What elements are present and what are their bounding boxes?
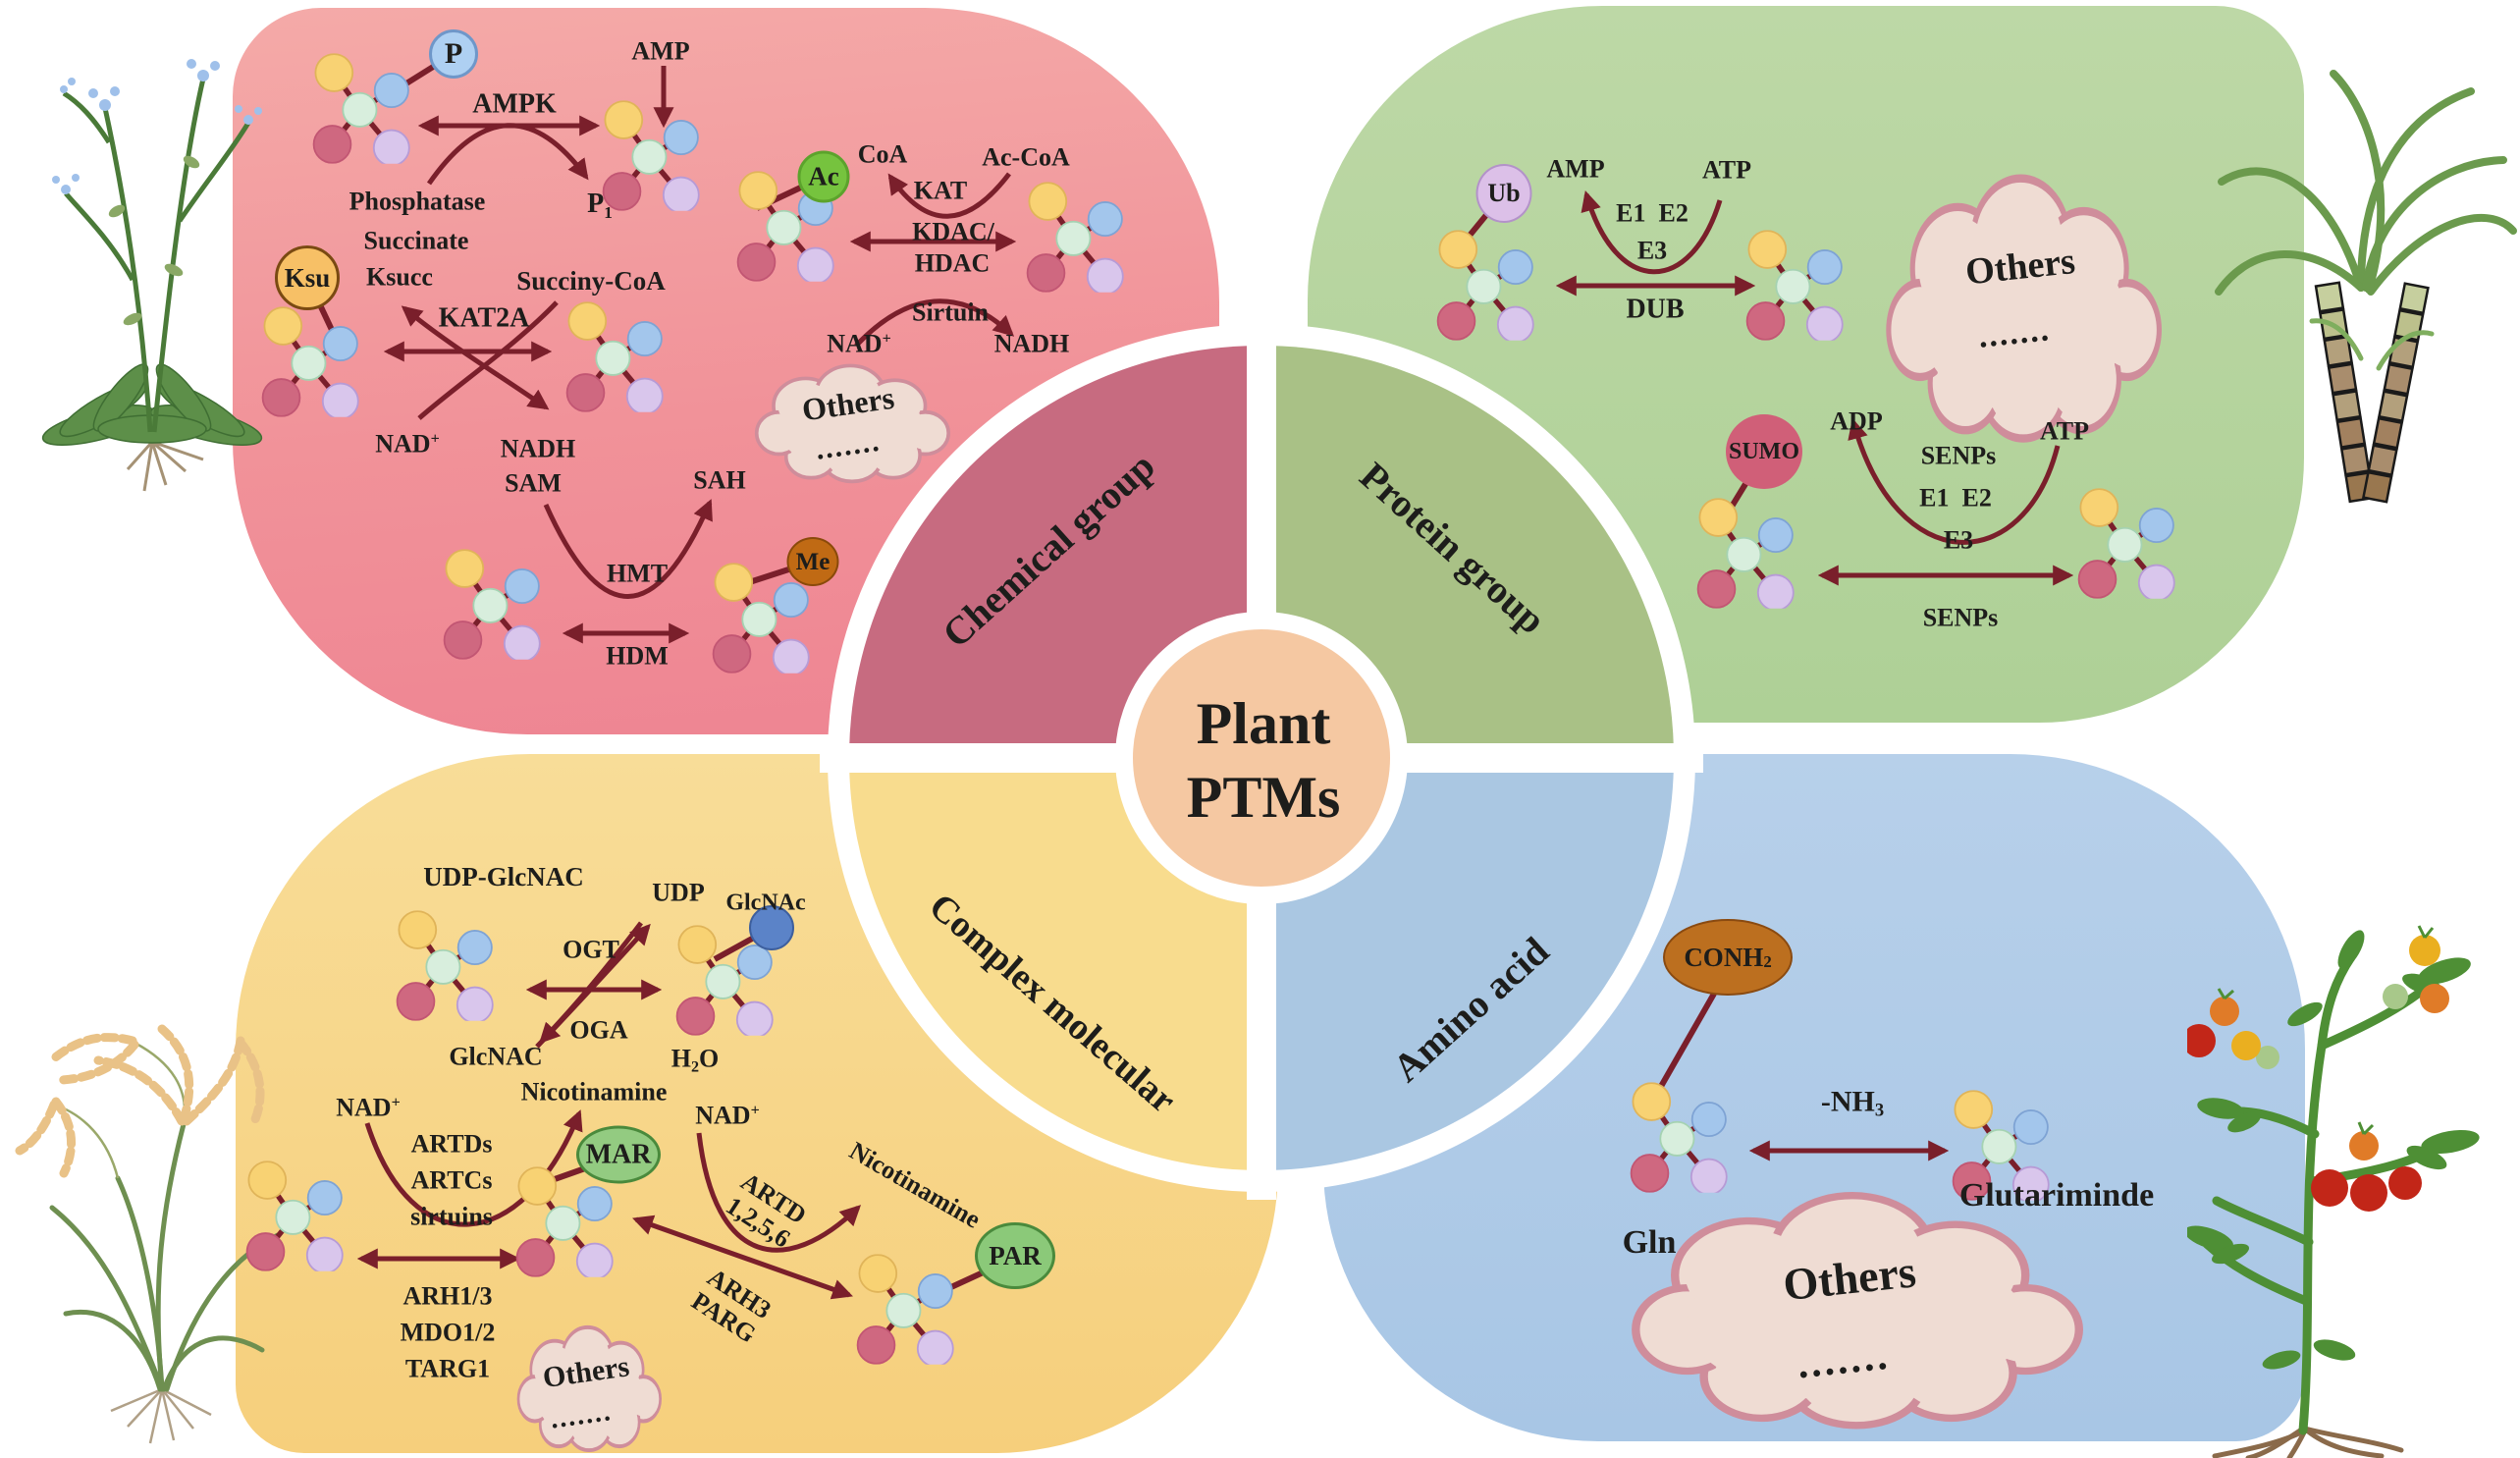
label-glcnac: GlcNAC (449, 1042, 543, 1071)
label-h2o: H2O (670, 1044, 720, 1076)
label-coa: CoA (857, 139, 908, 169)
label-e1e2-sumo: E1 E2 (1919, 483, 1992, 513)
label-nadh-2: NADH (993, 329, 1070, 358)
label-others-dots-amino: ....... (1795, 1332, 1893, 1388)
label-senps-top: SENPs (1920, 441, 1997, 470)
label-hdm: HDM (606, 641, 669, 671)
label-ac-coa: Ac-CoA (982, 142, 1070, 172)
label-artcs: ARTCs (410, 1165, 493, 1195)
label-gln: Gln (1622, 1223, 1677, 1261)
label-adp: ADP (1830, 406, 1883, 436)
ac-badge: Ac (797, 150, 850, 203)
label-ogt: OGT (563, 935, 619, 964)
label-sirtuin: Sirtuin (911, 297, 990, 327)
protein-molecule (310, 53, 416, 164)
label-e3-sumo: E3 (1943, 525, 1974, 555)
label-arh13: ARH1/3 (402, 1281, 493, 1311)
label-nh3: -NH3 (1820, 1085, 1885, 1121)
label-amp-ub: AMP (1546, 154, 1605, 184)
protein-molecule (513, 1166, 619, 1277)
label-amp: AMP (631, 36, 690, 66)
label-kat: KAT (913, 176, 968, 205)
protein-molecule (854, 1254, 960, 1365)
label-atp-ub: ATP (1701, 155, 1752, 185)
protein-molecule (1743, 230, 1850, 341)
label-ksucc: Ksucc (366, 262, 433, 292)
me-badge: Me (786, 537, 839, 586)
protein-molecule (394, 910, 500, 1021)
label-udp-glcnac: UDP-GlcNAC (423, 861, 584, 891)
label-kdac: KDAC/ (912, 217, 994, 246)
label-ampk: AMPK (472, 88, 557, 120)
label-phosphatase: Phosphatase (349, 187, 486, 216)
sugarcane-plant-icon (2215, 70, 2517, 504)
tomato-plant-icon (2187, 925, 2480, 1458)
ptm-category-wheel (820, 316, 1703, 1200)
label-nad-1: NAD+ (375, 429, 440, 459)
label-hdac: HDAC (914, 248, 991, 278)
protein-molecule (243, 1161, 349, 1271)
label-e1e2-ub: E1 E2 (1616, 198, 1689, 228)
label-artds: ARTDs (410, 1129, 493, 1159)
label-succiny-coa: Succiny-CoA (516, 265, 666, 296)
protein-molecule (563, 301, 670, 412)
mar-badge: MAR (576, 1125, 661, 1184)
label-atp-sumo: ATP (2039, 416, 2090, 446)
label-sah: SAH (693, 465, 746, 495)
label-nad-right: NAD+ (695, 1101, 760, 1130)
rice-plant-icon (15, 1024, 281, 1444)
label-nad-left: NAD+ (336, 1093, 401, 1122)
ub-badge: Ub (1475, 164, 1532, 223)
protein-molecule (1024, 182, 1130, 293)
label-glcnac-badge: GlcNAc (725, 890, 806, 916)
label-oga: OGA (569, 1015, 628, 1045)
center-circle (1115, 612, 1408, 904)
protein-molecule (441, 549, 547, 660)
phospho-badge: P (429, 29, 478, 79)
ksu-badge: Ksu (275, 245, 340, 310)
protein-molecule (1434, 230, 1540, 341)
sumo-badge: SUMO (1726, 414, 1802, 489)
label-nad-2: NAD+ (827, 329, 891, 358)
label-e3-ub: E3 (1636, 236, 1668, 265)
label-pi: P1 (587, 189, 613, 222)
label-udp: UDP (652, 878, 705, 907)
label-kat2a: KAT2A (438, 302, 530, 334)
flowering-plant-icon (41, 59, 263, 492)
page-title: Plant PTMs (1186, 691, 1341, 830)
label-glutariminde: Glutariminde (1958, 1176, 2155, 1214)
label-nicotinamine-left: Nicotinamine (520, 1077, 668, 1107)
protein-molecule (600, 100, 706, 211)
label-succinate: Succinate (363, 226, 469, 255)
label-targ1: TARG1 (404, 1354, 491, 1383)
label-senps-bottom: SENPs (1922, 603, 1999, 632)
label-nadh-1: NADH (500, 434, 576, 463)
label-sam: SAM (505, 468, 562, 498)
glcnac-badge (749, 905, 794, 950)
label-hmt: HMT (606, 559, 669, 588)
par-badge: PAR (975, 1222, 1055, 1289)
protein-molecule (1694, 498, 1800, 609)
label-mdo12: MDO1/2 (400, 1318, 496, 1347)
protein-molecule (1628, 1082, 1734, 1193)
label-others-dots-protein: ....... (1976, 311, 2053, 355)
protein-molecule (2075, 488, 2181, 599)
label-dub: DUB (1626, 294, 1685, 325)
label-sirtuins: sirtuins (410, 1202, 493, 1231)
